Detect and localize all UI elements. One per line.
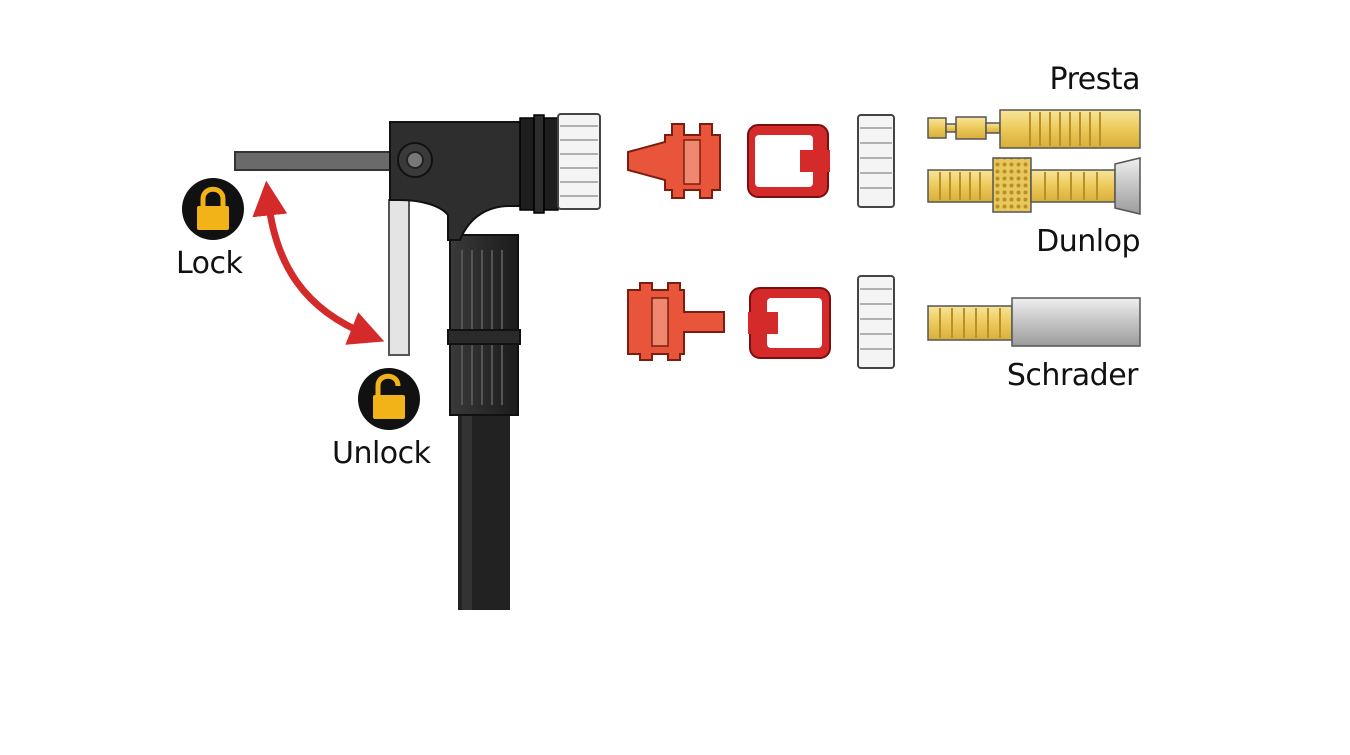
lower-white-ring xyxy=(857,275,895,369)
schrader-label: Schrader xyxy=(1006,358,1139,393)
lock-label: Lock xyxy=(176,246,243,281)
pump-head-body xyxy=(389,113,601,610)
presta-label: Presta xyxy=(1049,62,1141,97)
dunlop-valve-icon xyxy=(927,157,1141,215)
double-headed-curved-arrow xyxy=(252,180,385,345)
lower-valve-insert xyxy=(627,282,725,361)
presta-valve-icon xyxy=(927,109,1141,149)
unlock-label: Unlock xyxy=(332,436,431,471)
upper-valve-insert xyxy=(627,123,721,199)
dunlop-label: Dunlop xyxy=(1036,224,1140,259)
lever-open xyxy=(388,199,410,356)
upper-white-ring xyxy=(857,114,895,208)
lever-closed xyxy=(234,151,396,171)
upper-red-seal xyxy=(747,124,830,198)
padlock-open-icon xyxy=(358,368,420,430)
schrader-valve-icon xyxy=(927,297,1141,347)
lower-red-seal xyxy=(748,287,831,359)
padlock-closed-icon xyxy=(182,178,244,240)
